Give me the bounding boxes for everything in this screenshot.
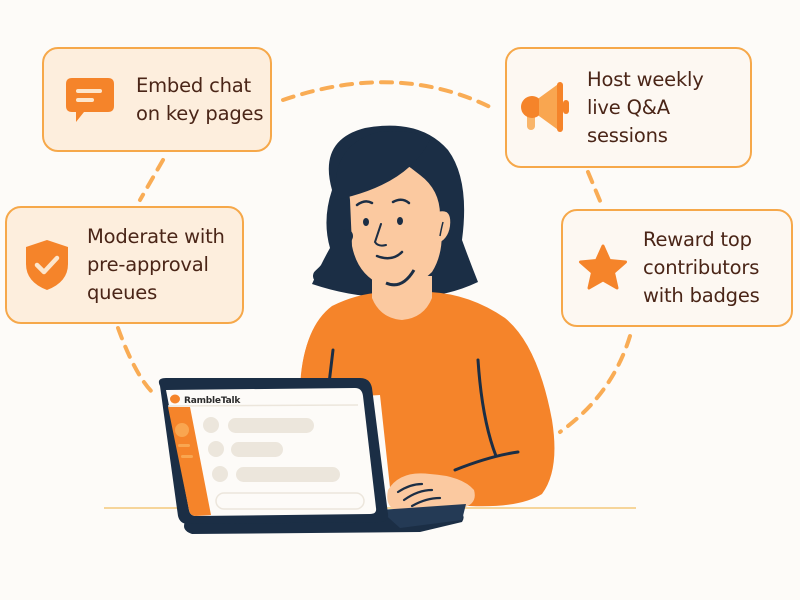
hand: [387, 473, 475, 512]
arc-right-lower: [558, 334, 632, 434]
card-embed-chat: Embed chat on key pages: [42, 47, 272, 152]
app-brand-name: RambleTalk: [184, 396, 241, 406]
card-host-qa: Host weekly live Q&A sessions: [505, 47, 752, 168]
card-moderate: Moderate with pre-approval queues: [5, 206, 244, 324]
arc-top: [281, 80, 498, 112]
card-text: Host weekly live Q&A sessions: [587, 67, 704, 147]
arc-right-upper: [586, 170, 605, 210]
brand-logo-icon: [170, 394, 180, 404]
card-text: Moderate with pre-approval queues: [87, 225, 225, 304]
arc-left-upper: [138, 158, 165, 202]
card-text: Embed chat on key pages: [136, 73, 264, 125]
dashed-connector-arcs: [116, 80, 632, 434]
message-input: [215, 492, 365, 510]
sweater: [300, 292, 555, 507]
card-text: Reward top contributors with badges: [643, 228, 760, 307]
card-reward: Reward top contributors with badges: [561, 209, 793, 327]
arc-left-lower: [116, 326, 155, 395]
laptop: [158, 378, 466, 534]
person: [300, 125, 555, 512]
star-icon: [563, 243, 643, 293]
chat-bubble-icon: [44, 72, 136, 128]
megaphone-icon: [507, 78, 587, 138]
shield-check-icon: [7, 238, 87, 292]
